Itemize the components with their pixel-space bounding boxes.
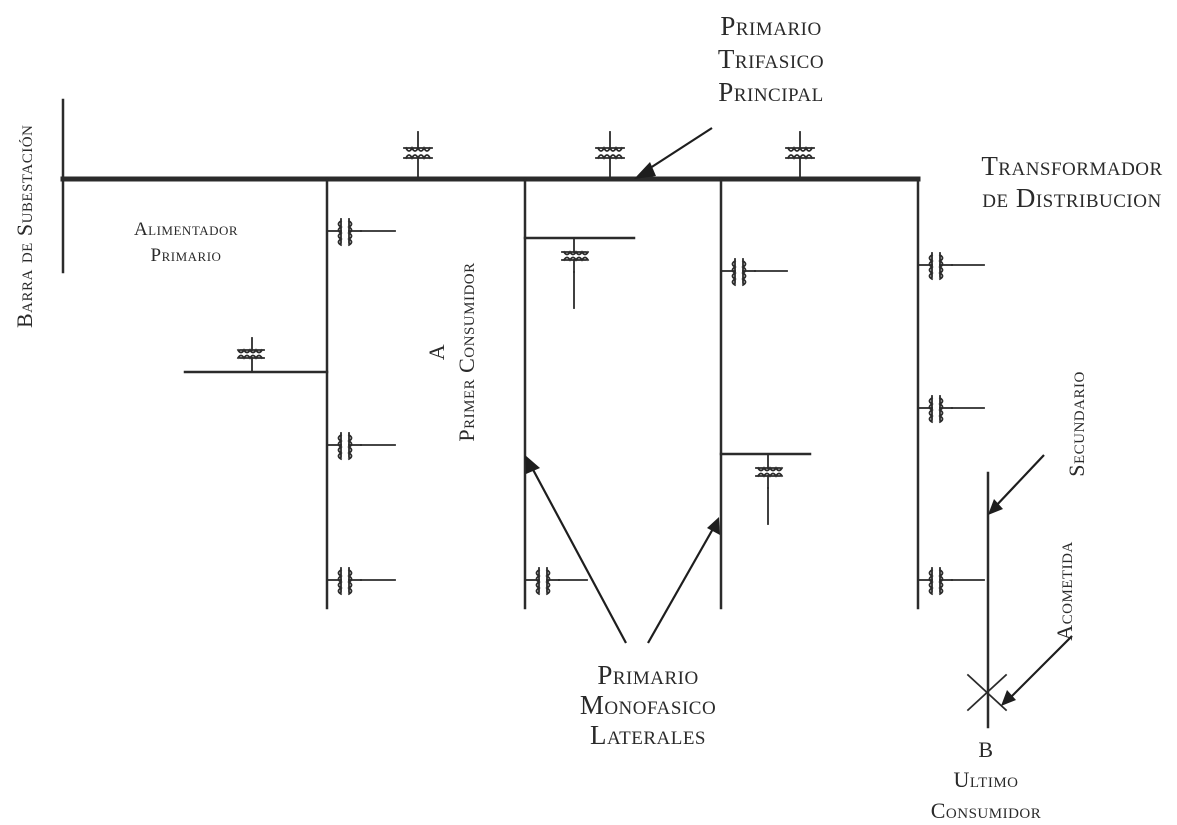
label-barra-subestacion: Barra de Subestación (12, 125, 37, 328)
transformer-icon (785, 131, 815, 177)
transformer-icon (917, 567, 985, 595)
transformer-icon (403, 131, 433, 177)
label-primer-consumidor-a: A (424, 344, 449, 360)
label-alimentador-1: Alimentador (134, 219, 238, 240)
label-primario-monofasico-2: Monofasico (580, 690, 716, 720)
label-alimentador-2: Primario (151, 245, 222, 266)
transformer-icon (595, 131, 625, 177)
label-primario-trifasico-3: Principal (718, 77, 823, 107)
label-primario-trifasico-2: Trifasico (718, 44, 824, 74)
label-primario-trifasico-1: Primario (720, 11, 821, 41)
label-transformador-2: de Distribucion (982, 183, 1161, 213)
transformer-icon (917, 395, 985, 423)
transformer-icon (561, 237, 589, 309)
arrow-icon (634, 127, 713, 179)
label-acometida: Acometida (1052, 541, 1077, 641)
label-primario-monofasico-3: Laterales (590, 720, 706, 750)
label-ultimo-consumidor-1: Ultimo (953, 767, 1018, 792)
arrow-icon (988, 454, 1045, 515)
transformer-icon (720, 258, 788, 286)
service-drop-cross-2 (966, 673, 1008, 712)
label-ultimo-consumidor-2: Consumidor (931, 798, 1042, 823)
arrow-icon (525, 455, 627, 644)
arrow-icon (1001, 635, 1073, 706)
label-primer-consumidor: Primer Consumidor (454, 262, 479, 441)
transformer-icon (524, 567, 588, 595)
transformer-icon (237, 337, 265, 373)
label-secundario: Secundario (1064, 371, 1089, 477)
transformer-icon (755, 453, 783, 525)
transformer-icon (326, 432, 396, 460)
transformer-icon (326, 567, 396, 595)
label-primario-monofasico-1: Primario (597, 660, 698, 690)
transformer-icon (326, 218, 396, 246)
label-transformador-1: Transformador (981, 151, 1162, 181)
transformer-icon (917, 252, 985, 280)
label-ultimo-consumidor-b: B (978, 737, 993, 762)
arrow-icon (647, 517, 720, 644)
